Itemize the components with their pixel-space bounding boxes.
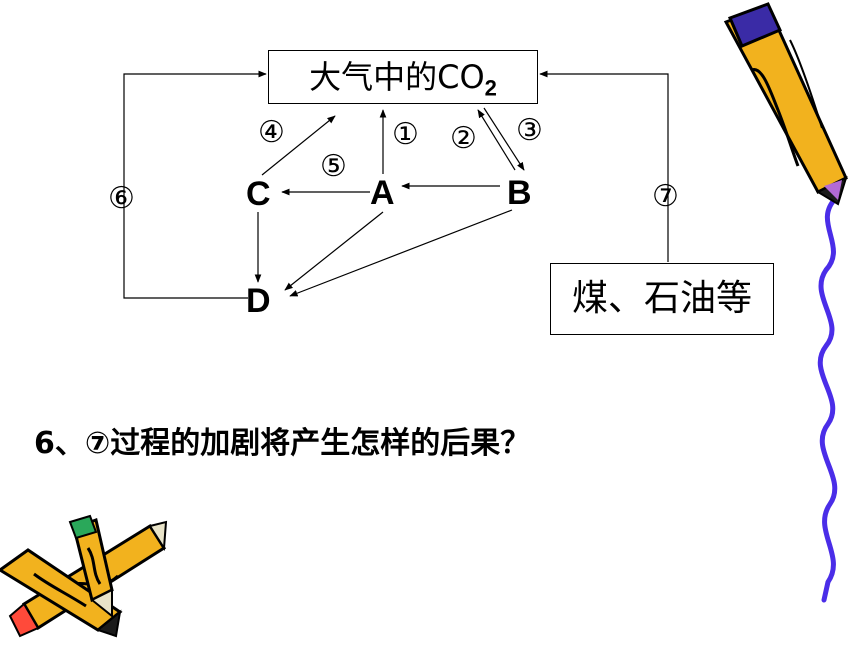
arrow-b-to-d: [289, 209, 513, 297]
co2-box: 大气中的CO2: [268, 50, 538, 104]
label-5: ⑤: [320, 149, 347, 184]
fossil-fuel-box: 煤、石油等: [550, 263, 774, 335]
question-text: 6、⑦过程的加剧将产生怎样的后果？: [34, 426, 531, 461]
wavy-border: [817, 195, 839, 603]
arrow-7: [539, 70, 669, 262]
arrow-6: [123, 70, 267, 299]
label-6: ⑥: [108, 181, 135, 216]
arrow-a-to-d: [284, 211, 384, 291]
label-4: ④: [258, 115, 285, 150]
co2-label: 大气中的CO: [309, 58, 485, 96]
label-7: ⑦: [652, 179, 679, 214]
node-b: B: [507, 174, 532, 212]
label-2: ②: [450, 121, 477, 156]
crossed-pencils-icon: [0, 514, 168, 638]
arrow-4: [261, 115, 336, 176]
node-a: A: [370, 174, 395, 212]
node-c: C: [246, 175, 271, 213]
arrow-3: [483, 107, 525, 171]
fossil-fuel-label: 煤、石油等: [571, 278, 752, 319]
pencil-icon: [723, 2, 848, 206]
node-d: D: [246, 282, 271, 320]
label-1: ①: [392, 117, 419, 152]
arrow-2: [477, 109, 516, 171]
label-3: ③: [516, 113, 543, 148]
co2-subscript: 2: [484, 75, 497, 101]
